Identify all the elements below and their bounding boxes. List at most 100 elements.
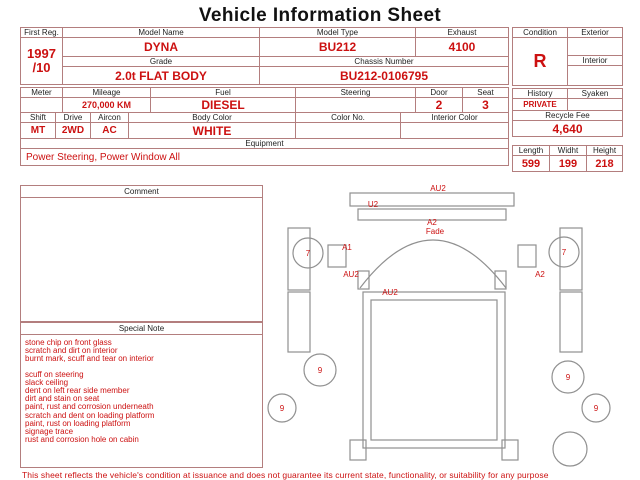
damage-label-rear-wheel-right: 9 [594, 404, 599, 413]
special-note-line: scratch and dent on loading platform [25, 410, 155, 420]
seat-label: Seat [462, 87, 509, 98]
rear-flap-right [501, 439, 519, 461]
length-label: Length [512, 145, 550, 156]
body-color-value: WHITE [128, 122, 296, 139]
damage-label-cab-bottom: AU2 [382, 288, 398, 297]
interior-label: Interior [567, 55, 623, 66]
mileage-table: Meter Mileage Fuel Steering Door Seat 27… [20, 87, 509, 113]
special-note-line: rust and corrosion hole on cabin [25, 435, 139, 445]
first-reg-value: 1997 /10 [20, 37, 63, 85]
drivetrain-table: Shift Drive Aircon Body Color Color No. … [20, 112, 509, 139]
first-reg-year: 1997 [27, 45, 56, 61]
damage-label-front-wheel-right: 7 [562, 248, 567, 257]
interior-color-value [400, 122, 509, 139]
aircon-value: AC [90, 122, 129, 139]
meter-value [20, 97, 63, 113]
spare-tire-circle [552, 431, 588, 467]
damage-label-front-wheel-left: 7 [306, 249, 311, 258]
side-panel-left-upper [287, 227, 311, 291]
special-note-line: stone chip on front glass [25, 338, 112, 347]
model-type-value: BU212 [259, 37, 416, 57]
special-note-line: slack ceiling [25, 377, 69, 387]
bed-inner-outline [370, 299, 498, 441]
width-value: 199 [549, 155, 587, 172]
special-note-line: signage trace [25, 427, 74, 437]
model-name-label: Model Name [62, 27, 260, 38]
recycle-fee-label: Recycle Fee [512, 110, 623, 121]
special-note-header: Special Note [21, 323, 262, 335]
first-reg-month: /10 [32, 60, 51, 75]
chassis-number-value: BU212-0106795 [259, 66, 509, 85]
special-note-line: scratch and dirt on interior [25, 346, 118, 356]
drive-label: Drive [55, 112, 91, 123]
equipment-value: Power Steering, Power Window All [20, 148, 509, 166]
bed-outer-outline [362, 291, 506, 449]
grade-value: 2.0t FLAT BODY [62, 66, 260, 85]
height-value: 218 [586, 155, 623, 172]
color-no-label: Color No. [295, 112, 401, 123]
mileage-value: 270,000 KM [62, 97, 151, 113]
special-note-list: stone chip on front glass scratch and di… [21, 335, 262, 444]
condition-label: Condition [512, 27, 568, 38]
truck-top-view: AU2 U2 A2 Fade A1 7 7 AU2 A2 AU2 9 9 9 9 [267, 184, 611, 467]
body-color-label: Body Color [128, 112, 296, 123]
disclaimer-text: This sheet reflects the vehicle's condit… [22, 470, 549, 480]
door-value: 2 [415, 97, 463, 113]
meter-label: Meter [20, 87, 63, 98]
exhaust-label: Exhaust [415, 27, 509, 38]
drive-value: 2WD [55, 122, 91, 139]
height-label: Height [586, 145, 623, 156]
dimensions-table: Length Widht Height 599 199 218 [512, 145, 623, 172]
steering-label: Steering [295, 87, 416, 98]
mid-wheel-right-circle [551, 360, 585, 394]
model-name-value: DYNA [62, 37, 260, 57]
history-value: PRIVATE [512, 98, 568, 111]
exterior-value [567, 37, 623, 56]
interior-color-label: Interior Color [400, 112, 509, 123]
windshield-arc [359, 239, 507, 289]
special-note-line: dirt and stain on seat [25, 394, 100, 404]
equipment-table: Equipment Power Steering, Power Window A… [20, 138, 509, 166]
fuel-value: DIESEL [150, 97, 296, 113]
front-wheel-right-circle [548, 236, 580, 268]
vehicle-damage-diagram: AU2 U2 A2 Fade A1 7 7 AU2 A2 AU2 9 9 9 9 [266, 183, 622, 480]
history-label: History [512, 88, 568, 99]
rear-flap-left [349, 439, 367, 461]
door-label: Door [415, 87, 463, 98]
front-wheel-left-circle [292, 237, 324, 269]
damage-label-windshield-1: A2 [427, 218, 437, 227]
exhaust-value: 4100 [415, 37, 509, 57]
interior-value [567, 65, 623, 86]
syaken-label: Syaken [567, 88, 623, 99]
shift-label: Shift [20, 112, 56, 123]
a-pillar-left [357, 270, 370, 290]
damage-label-mid-wheel-right: 9 [566, 373, 571, 382]
mirror-left [327, 244, 347, 268]
damage-label-door-left: AU2 [343, 270, 359, 279]
aircon-label: Aircon [90, 112, 129, 123]
comment-box: Comment [20, 185, 263, 322]
side-panel-right-lower [559, 291, 583, 353]
special-note-line: scuff on steering [25, 369, 84, 379]
damage-label-mid-wheel-left: 9 [318, 366, 323, 375]
special-note-line: burnt mark, scuff and tear on interior [25, 354, 154, 364]
side-panel-right-upper [559, 227, 583, 291]
model-table: First Reg. Model Name Model Type Exhaust… [20, 27, 509, 85]
special-note-box: Special Note stone chip on front glass s… [20, 322, 263, 468]
recycle-fee-value: 4,640 [512, 120, 623, 137]
rear-wheel-left-circle [267, 393, 297, 423]
condition-grade-value: R [512, 37, 568, 86]
condition-block: Condition Exterior R Interior History Sy… [512, 27, 623, 172]
fuel-label: Fuel [150, 87, 296, 98]
steering-value [295, 97, 416, 113]
damage-label-front-left: U2 [368, 200, 379, 209]
side-panel-left-lower [287, 291, 311, 353]
vehicle-spec-block: First Reg. Model Name Model Type Exhaust… [20, 27, 509, 166]
damage-label-roof: AU2 [430, 184, 446, 193]
cab-front-outline [357, 208, 507, 221]
syaken-value [567, 98, 623, 111]
condition-table: Condition Exterior R Interior [512, 27, 623, 86]
chassis-number-label: Chassis Number [259, 56, 509, 67]
a-pillar-right [494, 270, 507, 290]
special-note-line: paint, rust and corrosion underneath [25, 402, 154, 412]
